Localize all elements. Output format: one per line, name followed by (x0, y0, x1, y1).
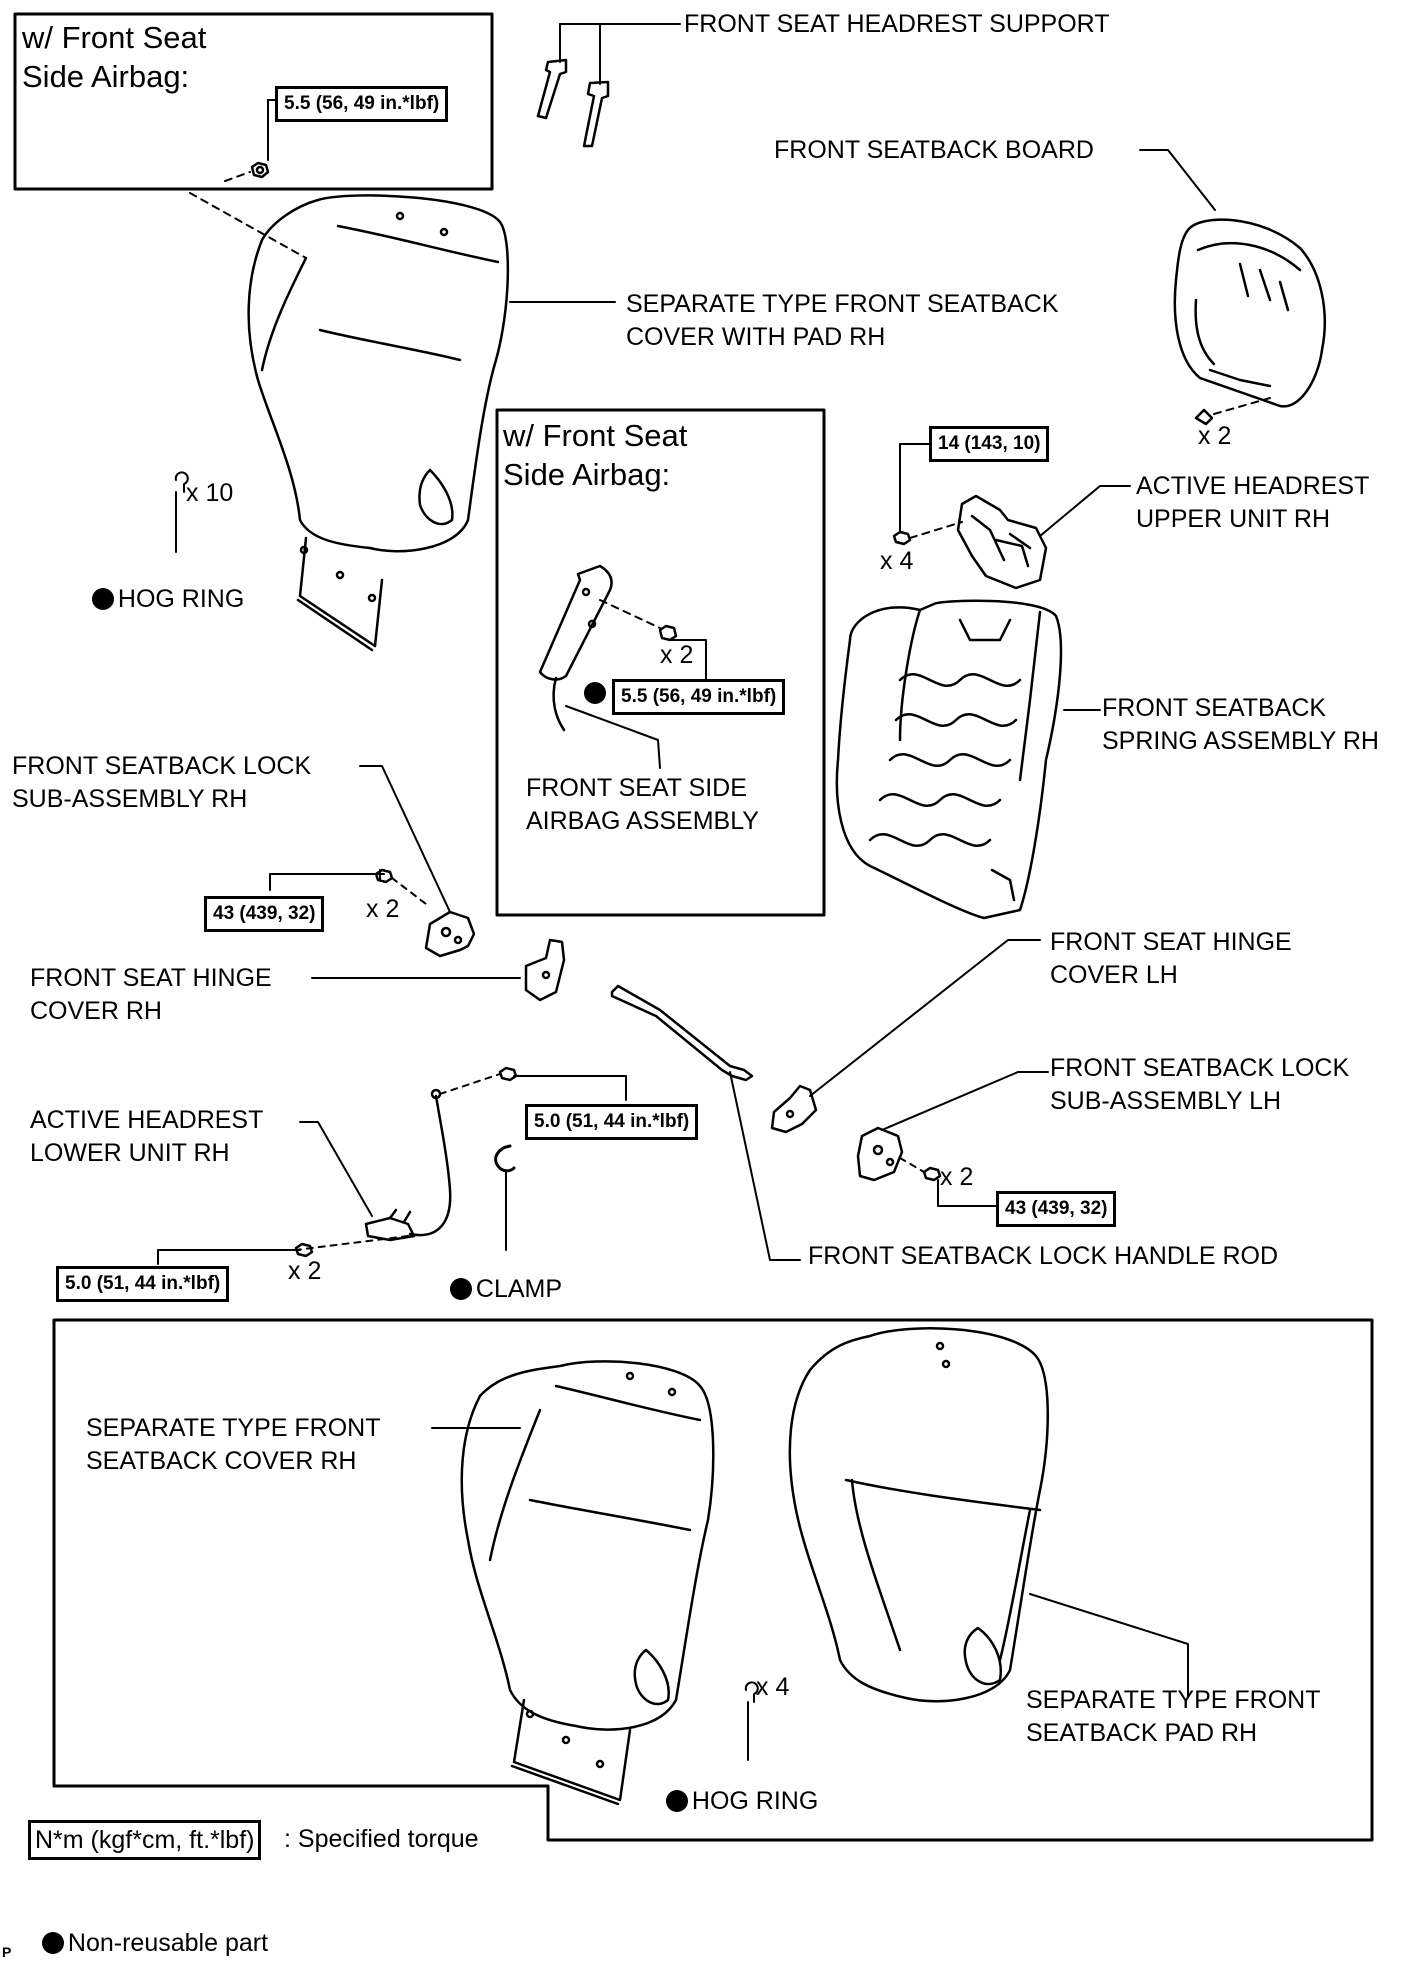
side-airbag-part (538, 564, 613, 732)
label-seatback-pad-rh: SEPARATE TYPE FRONT SEATBACK PAD RH (1026, 1686, 1321, 1747)
non-reusable-dot-icon (41, 1932, 64, 1954)
dashed-leader (189, 192, 307, 259)
hog-ring-icon-bottom (744, 1681, 759, 1703)
non-reusable-dot-icon (91, 588, 114, 610)
torque-spec-lower-unit-bottom: 5.0 (51, 44 in.*lbf) (56, 1266, 230, 1302)
qty-lock-rh-bolt: x 2 (366, 895, 400, 923)
headrest-upper-unit-part (956, 494, 1048, 590)
upper-unit-nut (892, 530, 912, 546)
airbag-nut-mid (658, 624, 678, 642)
airbag-box-mid-title: w/ Front Seat Side Airbag: (503, 418, 688, 492)
headrest-lower-unit-part (364, 1208, 416, 1242)
label-hog-ring-top: HOG RING (78, 550, 244, 616)
label-headrest-upper-unit-rh: ACTIVE HEADREST UPPER UNIT RH (1136, 472, 1370, 533)
torque-spec-top-airbag: 5.5 (56, 49 in.*lbf) (275, 86, 449, 122)
legend-torque-key: N*m (kgf*cm, ft.*lbf) (28, 1820, 262, 1860)
seatback-pad-rh-part (788, 1327, 1049, 1703)
label-hinge-cover-lh: FRONT SEAT HINGE COVER LH (1050, 928, 1292, 989)
cover-pad-split-box (52, 1318, 1374, 1842)
legend-non-reusable-text: Non-reusable part (67, 1929, 269, 1957)
torque-spec-lower-unit-top: 5.0 (51, 44 in.*lbf) (525, 1104, 699, 1140)
seatback-lock-rh-part (424, 910, 476, 958)
seatback-lock-lh-part (856, 1126, 904, 1182)
torque-spec-lock-rh: 43 (439, 32) (204, 896, 325, 932)
torque-spec-upper-unit: 14 (143, 10) (929, 426, 1050, 462)
qty-airbag-nut: x 2 (660, 641, 694, 669)
legend-non-reusable: Non-reusable part (28, 1894, 268, 1960)
qty-upper-unit-nut: x 4 (880, 547, 914, 575)
airbag-nut-top (250, 161, 270, 179)
airbag-variant-box-top (13, 12, 494, 191)
label-seatback-lock-sub-lh: FRONT SEATBACK LOCK SUB-ASSEMBLY LH (1050, 1054, 1350, 1115)
seatback-board-part (1173, 218, 1326, 426)
hog-ring-bottom-text: HOG RING (691, 1787, 819, 1815)
hinge-cover-lh-part (770, 1084, 818, 1134)
airbag-variant-box-mid (495, 408, 826, 917)
label-headrest-support: FRONT SEAT HEADREST SUPPORT (684, 10, 1110, 38)
torque-spec-lock-lh: 43 (439, 32) (996, 1191, 1117, 1227)
qty-board-clip: x 2 (1198, 422, 1232, 450)
qty-hog-ring-bottom: x 4 (756, 1673, 790, 1701)
qty-lock-lh-bolt: x 2 (940, 1163, 974, 1191)
seatback-spring-assembly-part (835, 599, 1063, 920)
label-lock-handle-rod: FRONT SEATBACK LOCK HANDLE ROD (808, 1242, 1278, 1270)
hog-ring-icon-top (174, 471, 189, 493)
label-hinge-cover-rh: FRONT SEAT HINGE COVER RH (30, 964, 272, 1025)
torque-spec-mid-airbag: 5.5 (56, 49 in.*lbf) (612, 679, 786, 715)
label-side-airbag-assembly: FRONT SEAT SIDE AIRBAG ASSEMBLY (526, 774, 759, 835)
label-seatback-cover-rh: SEPARATE TYPE FRONT SEATBACK COVER RH (86, 1414, 381, 1475)
legend-torque-desc: : Specified torque (284, 1825, 479, 1853)
label-seatback-board: FRONT SEATBACK BOARD (774, 136, 1094, 164)
label-cover-with-pad-rh: SEPARATE TYPE FRONT SEATBACK COVER WITH … (626, 290, 1059, 351)
non-reusable-dot-icon (665, 1790, 688, 1812)
seatback-cover-rh-part (460, 1360, 715, 1806)
hog-ring-top-text: HOG RING (117, 585, 245, 613)
seatback-cover-with-pad-top (247, 194, 510, 652)
non-reusable-dot-icon (449, 1278, 472, 1300)
qty-lower-unit-nut: x 2 (288, 1257, 322, 1285)
airbag-box-top-title: w/ Front Seat Side Airbag: (22, 20, 207, 94)
clamp-icon (494, 1144, 516, 1173)
hinge-cover-rh-part (524, 938, 566, 1002)
label-seatback-spring-assembly-rh: FRONT SEATBACK SPRING ASSEMBLY RH (1102, 694, 1379, 755)
lock-handle-rod-part (610, 984, 754, 1082)
qty-hog-ring-top: x 10 (186, 479, 234, 507)
clamp-text: CLAMP (475, 1275, 563, 1303)
airbag-non-reusable-dot-icon (584, 682, 610, 706)
label-headrest-lower-unit-rh: ACTIVE HEADREST LOWER UNIT RH (30, 1106, 264, 1167)
label-clamp: CLAMP (436, 1240, 562, 1306)
headrest-support-parts (536, 58, 610, 148)
label-seatback-lock-sub-rh: FRONT SEATBACK LOCK SUB-ASSEMBLY RH (12, 752, 312, 813)
corner-mark: P (2, 1944, 12, 1960)
lower-unit-cable (408, 1094, 452, 1237)
label-hog-ring-bottom: HOG RING (652, 1752, 818, 1818)
